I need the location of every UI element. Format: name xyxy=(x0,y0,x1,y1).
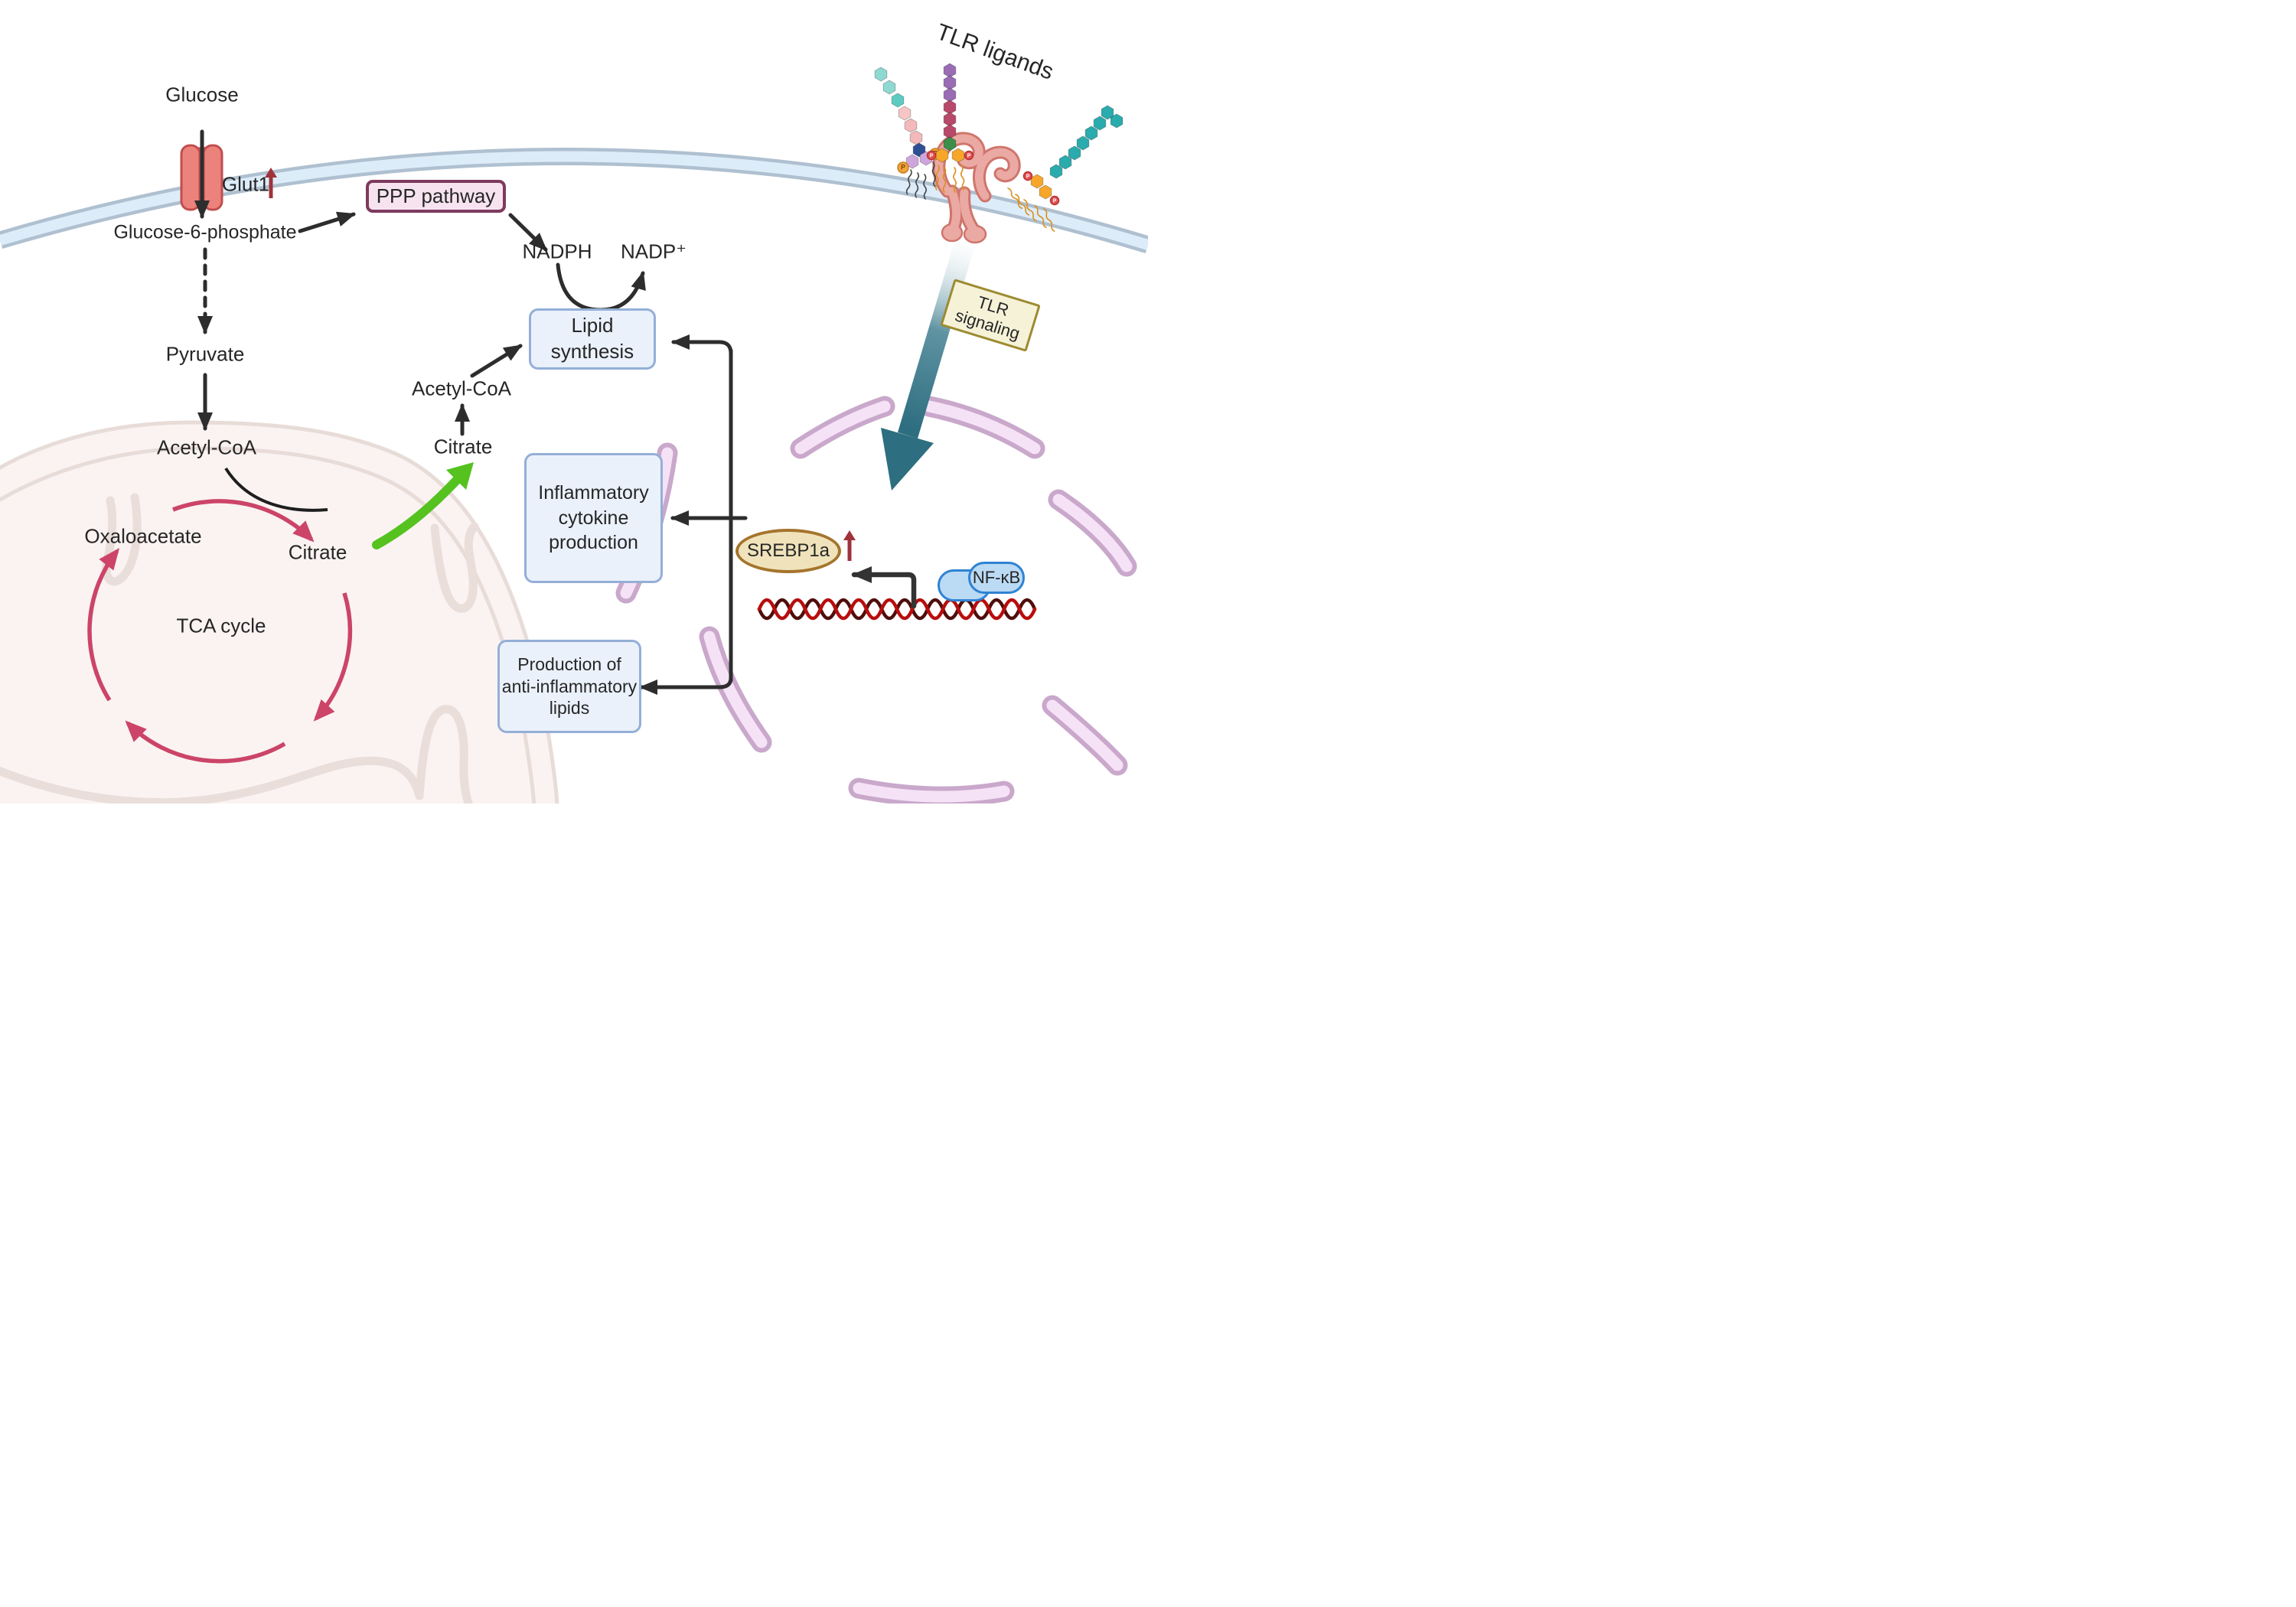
ppp-pathway-box: PPP pathway xyxy=(366,180,506,213)
nadp-label: NADP⁺ xyxy=(621,240,687,263)
crista-icon xyxy=(0,756,424,804)
svg-text:P: P xyxy=(930,154,934,159)
srebp1a-up-arrow-icon xyxy=(843,530,856,561)
glut1-up-arrow-icon xyxy=(265,168,277,198)
crista-icon xyxy=(415,705,473,804)
svg-text:P: P xyxy=(1026,174,1030,180)
acetyl-coa-cyto-label: Acetyl-CoA xyxy=(411,376,512,400)
connector-to-lipid-arrow xyxy=(671,334,733,356)
glut1-label: Glut1 xyxy=(221,172,270,196)
cell-membrane xyxy=(0,148,1148,254)
tca-cycle-label: TCA cycle xyxy=(176,614,266,637)
transcription-arrow xyxy=(851,566,917,609)
oxaloacetate-label: Oxaloacetate xyxy=(84,524,202,548)
diagram-artwork: PPPPPP xyxy=(0,63,1148,804)
citrate-cyto-label: Citrate xyxy=(433,435,493,458)
citrate-export-green-arrow xyxy=(372,462,474,549)
inflammatory-cytokine-box: Inflammatory cytokine production xyxy=(524,453,663,583)
svg-text:P: P xyxy=(1053,199,1057,204)
anti-inflammatory-lipids-box: Production of anti-inflammatory lipids xyxy=(497,640,641,733)
g6p-label: Glucose-6-phosphate xyxy=(113,221,297,243)
teal-signal-arrow xyxy=(881,242,974,491)
glucose-label: Glucose xyxy=(165,83,239,106)
dna-icon xyxy=(757,598,1037,621)
crista-icon xyxy=(102,493,142,586)
citrate-tca-label: Citrate xyxy=(288,540,347,564)
acetyl-coa-mito-label: Acetyl-CoA xyxy=(156,435,257,459)
crista-icon xyxy=(430,522,479,613)
acetylcoa-to-lipid-arrow xyxy=(470,344,523,378)
nucleus-icon xyxy=(615,396,1137,804)
pathway-diagram: PPPPPP Glucose Glut1 Glucose-6-phosphate… xyxy=(0,0,1148,804)
g6p-to-ppp-arrow xyxy=(298,211,356,233)
srebp1a-molecule: SREBP1a xyxy=(735,529,841,573)
tlr-receptor-icon xyxy=(932,132,1021,244)
connector-to-antiinflammatory-arrow xyxy=(639,676,733,695)
ppp-to-nadph-arrow xyxy=(508,213,548,252)
svg-text:P: P xyxy=(901,164,905,171)
pyruvate-label: Pyruvate xyxy=(165,342,245,366)
nadph-label: NADPH xyxy=(522,240,592,263)
tca-cycle-arrows xyxy=(87,499,353,764)
lipid-synthesis-box: Lipid synthesis xyxy=(529,308,656,370)
nadph-nadp-curve-arrow xyxy=(556,262,646,312)
tlr-ligand-icons: PPPPPP xyxy=(874,63,1124,232)
flux-arrows xyxy=(194,129,748,695)
svg-text:P: P xyxy=(967,154,971,159)
nfkb-molecule: NF-κB xyxy=(968,562,1025,594)
glut1-transporter-icon xyxy=(180,144,223,211)
acetylcoa-to-tca-curve xyxy=(224,467,328,512)
